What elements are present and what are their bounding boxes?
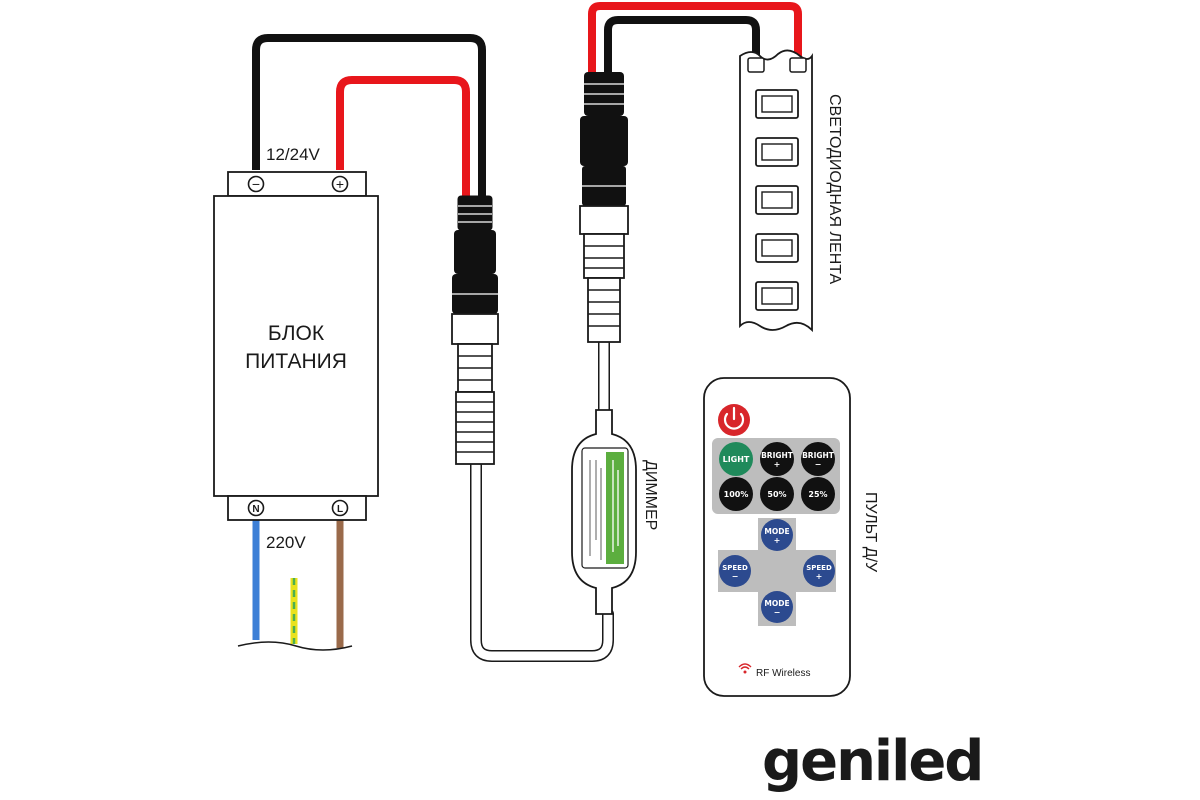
- brightness-100-button[interactable]: 100%: [719, 477, 753, 511]
- led-chip: [755, 233, 799, 263]
- terminal-neutral: N: [247, 499, 265, 517]
- dimmer-label-strip: [606, 452, 624, 564]
- power-supply: − + N L БЛОК ПИТАНИЯ: [213, 171, 379, 521]
- svg-text:N: N: [252, 504, 259, 515]
- input-voltage-label: 220V: [266, 533, 306, 552]
- remote-label: ПУЛЬТ Д/У: [862, 492, 879, 573]
- led-chip: [755, 185, 799, 215]
- speed-down-button[interactable]: SPEED −: [719, 555, 751, 587]
- led-strip: [739, 49, 813, 333]
- dc-connector-output: [579, 72, 629, 343]
- svg-text:SPEED: SPEED: [722, 564, 748, 572]
- svg-text:+: +: [816, 572, 823, 581]
- cable-dimmer-input: [470, 456, 614, 662]
- svg-text:BRIGHT: BRIGHT: [802, 451, 835, 460]
- svg-text:−: −: [252, 176, 260, 192]
- terminal-line: L: [331, 499, 349, 517]
- dimmer-module: [571, 409, 637, 615]
- power-button[interactable]: [718, 404, 750, 436]
- led-strip-label: СВЕТОДИОДНАЯ ЛЕНТА: [826, 94, 843, 285]
- led-chip: [755, 137, 799, 167]
- svg-text:L: L: [337, 504, 343, 515]
- svg-text:100%: 100%: [724, 490, 749, 499]
- power-supply-label-line1: БЛОК: [268, 322, 325, 345]
- wire-dc-positive: [336, 76, 470, 196]
- svg-text:SPEED: SPEED: [806, 564, 832, 572]
- bright-up-button[interactable]: BRIGHT +: [760, 442, 794, 476]
- speed-up-button[interactable]: SPEED +: [803, 555, 835, 587]
- bright-down-button[interactable]: BRIGHT −: [801, 442, 835, 476]
- svg-text:−: −: [815, 460, 822, 469]
- svg-text:−: −: [732, 572, 739, 581]
- output-voltage-label: 12/24V: [266, 145, 321, 164]
- cable-cut-line: [237, 641, 353, 651]
- svg-text:+: +: [774, 460, 781, 469]
- svg-text:+: +: [336, 176, 344, 192]
- brightness-25-button[interactable]: 25%: [801, 477, 835, 511]
- svg-text:+: +: [774, 536, 781, 545]
- led-chip: [755, 89, 799, 119]
- rf-wireless-label: RF Wireless: [756, 668, 810, 679]
- dimmer-label: ДИММЕР: [642, 460, 659, 530]
- svg-text:25%: 25%: [808, 490, 827, 499]
- direction-pad: [718, 518, 836, 626]
- strip-pad-positive: [789, 57, 807, 73]
- led-chip: [755, 281, 799, 311]
- mode-up-button[interactable]: MODE +: [761, 519, 793, 551]
- brightness-50-button[interactable]: 50%: [760, 477, 794, 511]
- power-supply-label-line2: ПИТАНИЯ: [245, 350, 347, 373]
- svg-text:−: −: [774, 608, 781, 617]
- light-button[interactable]: LIGHT: [719, 442, 753, 476]
- svg-text:BRIGHT: BRIGHT: [761, 451, 794, 460]
- svg-text:LIGHT: LIGHT: [723, 455, 750, 464]
- wire-dc-negative: [252, 34, 486, 196]
- terminal-positive: +: [331, 175, 349, 193]
- brand-logo: geniled: [762, 729, 982, 794]
- strip-pad-negative: [747, 57, 765, 73]
- terminal-negative: −: [247, 175, 265, 193]
- wire-strip-negative: [604, 16, 760, 72]
- remote-control: LIGHT BRIGHT + BRIGHT − 100% 50% 25% MO: [703, 377, 851, 697]
- svg-text:MODE: MODE: [764, 599, 789, 608]
- svg-text:MODE: MODE: [764, 527, 789, 536]
- dc-connector-input: [451, 195, 499, 465]
- svg-text:50%: 50%: [767, 490, 786, 499]
- wifi-icon: [738, 663, 752, 674]
- mode-down-button[interactable]: MODE −: [761, 591, 793, 623]
- wire-strip-positive: [588, 2, 802, 72]
